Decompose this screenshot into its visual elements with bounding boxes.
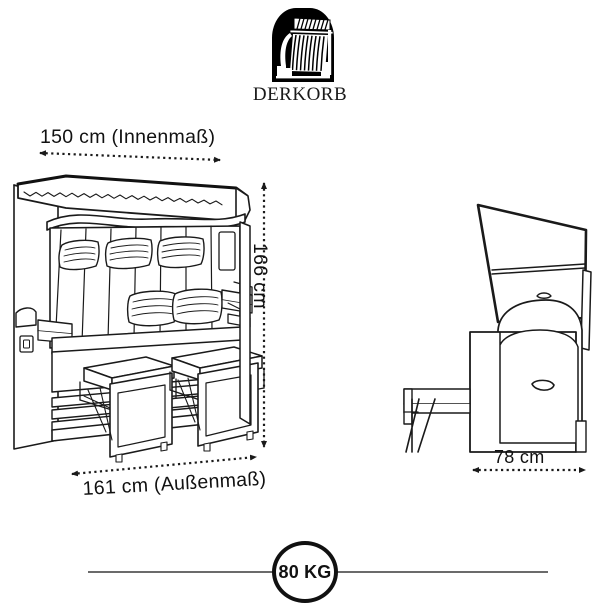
- side-handle-slot: [531, 379, 555, 391]
- side-back-rail: [580, 269, 592, 351]
- side-footrest-arm: [403, 388, 471, 405]
- seat-pillows: [126, 288, 223, 327]
- side-footrest-end: [403, 388, 413, 425]
- left-armrest: [15, 307, 37, 328]
- front-view-group: [13, 174, 265, 463]
- footrest-left: [79, 356, 177, 463]
- side-footrest-legs: [405, 398, 436, 453]
- dimension-label-height: 166 cm: [249, 243, 271, 309]
- dimension-label-depth: 78 cm: [494, 447, 545, 467]
- side-view-group: [403, 203, 592, 453]
- dimension-arrows: [39, 150, 586, 477]
- arrow-width-inner: [39, 150, 221, 163]
- weight-value: 80 KG: [278, 561, 332, 582]
- right-outer-post: [239, 221, 251, 425]
- weight-rule-right: [333, 571, 548, 573]
- canopy-valance-zigzag: [23, 191, 223, 206]
- dimension-label-width-inner: 150 cm (Innenmaß): [40, 126, 216, 148]
- brand-logo-block: DERKORB: [0, 0, 600, 112]
- canopy-right-end: [235, 187, 251, 223]
- backrest-pillows: [58, 236, 205, 271]
- weight-rule-left: [88, 571, 278, 573]
- side-top-knob: [536, 292, 552, 299]
- right-inner-panel: [218, 231, 236, 271]
- weight-badge: 80 KG: [272, 541, 338, 603]
- footrest-right: [169, 346, 265, 452]
- brand-name: DERKORB: [252, 84, 348, 105]
